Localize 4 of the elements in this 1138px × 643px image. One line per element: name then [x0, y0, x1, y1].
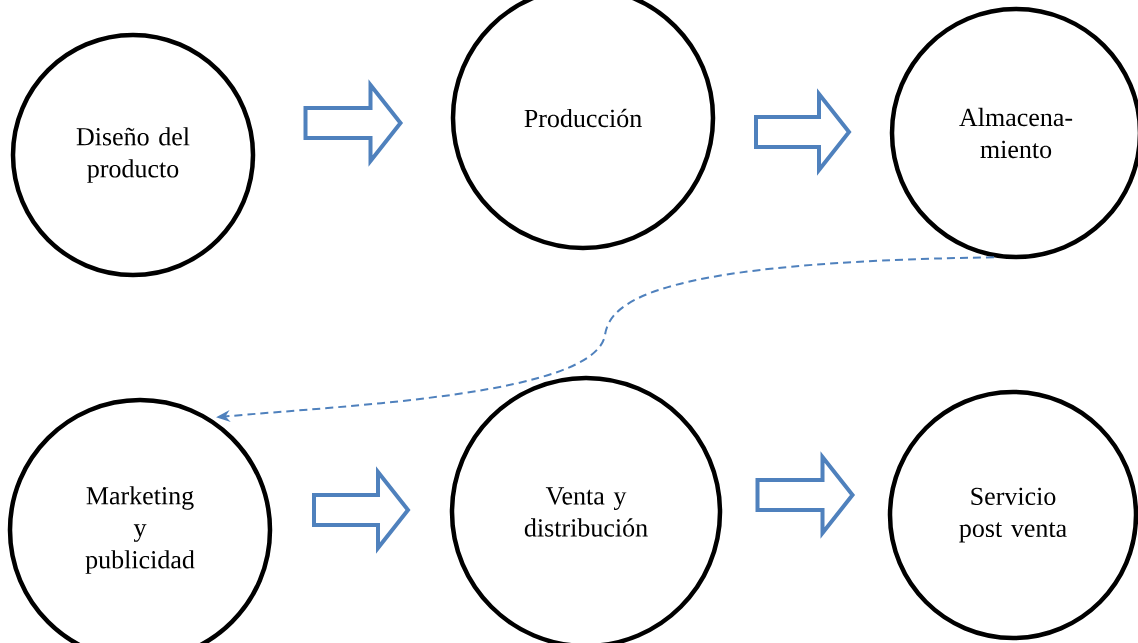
- block-arrow: [312, 466, 411, 554]
- block-arrow: [754, 88, 852, 176]
- block-arrow: [303, 79, 404, 167]
- block-arrow: [755, 451, 856, 539]
